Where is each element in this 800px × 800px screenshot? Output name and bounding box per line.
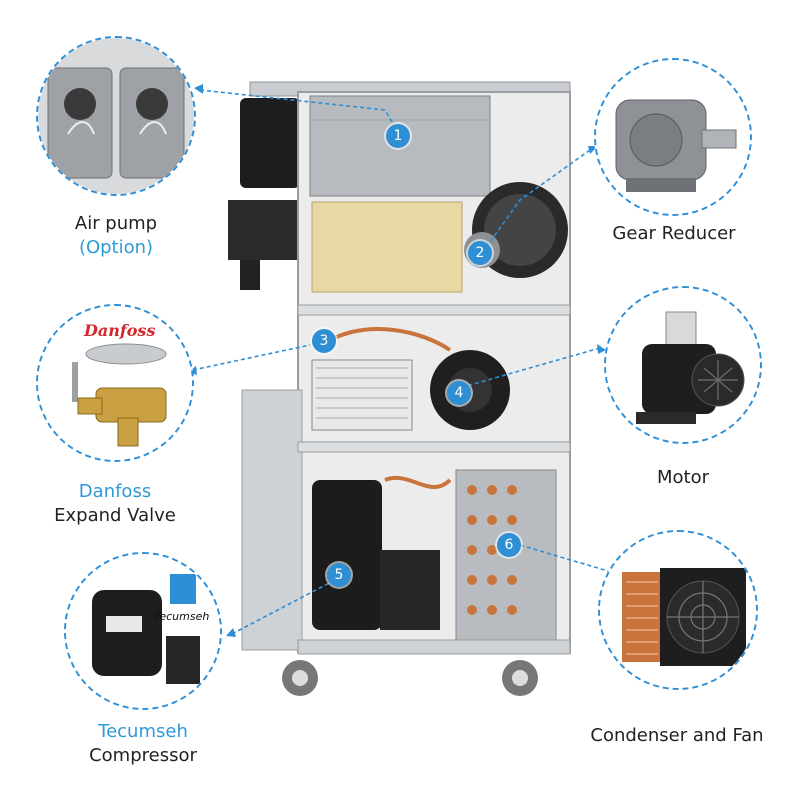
- badge-4: 4: [447, 381, 471, 405]
- badge-5: 5: [327, 563, 351, 587]
- tecumseh-logo: Tecumseh: [154, 610, 209, 623]
- danfoss-brand: Danfoss: [78, 481, 152, 502]
- badge-2: 2: [468, 241, 492, 265]
- danfoss-label: Danfoss Expand Valve: [30, 480, 200, 528]
- badge-6: 6: [497, 533, 521, 557]
- danfoss-logo: Danfoss: [83, 321, 155, 340]
- machine-photo: [220, 80, 580, 700]
- gear-reducer-image: [594, 58, 752, 216]
- motor-image: [604, 286, 762, 444]
- gear-reducer-label: Gear Reducer: [612, 223, 736, 244]
- condenser-fan-label: Condenser and Fan: [590, 725, 764, 746]
- air-pump-image: [36, 36, 196, 196]
- danfoss-valve-image: Danfoss: [36, 304, 194, 462]
- badge-1: 1: [386, 124, 410, 148]
- condenser-fan-image: [598, 530, 758, 690]
- tecumseh-compressor-image: Tecumseh: [64, 552, 222, 710]
- motor-label: Motor: [656, 467, 709, 488]
- air-pump-title: Air pump: [74, 213, 158, 234]
- badge-3: 3: [312, 329, 336, 353]
- tecumseh-brand: Tecumseh: [98, 721, 188, 742]
- compressor-text: Compressor: [89, 745, 197, 766]
- air-pump-label: Air pump (Option): [36, 212, 196, 260]
- expand-valve-text: Expand Valve: [54, 505, 176, 526]
- tecumseh-label: Tecumseh Compressor: [58, 720, 228, 768]
- air-pump-option: (Option): [78, 237, 154, 258]
- machine-illustration: [228, 81, 571, 696]
